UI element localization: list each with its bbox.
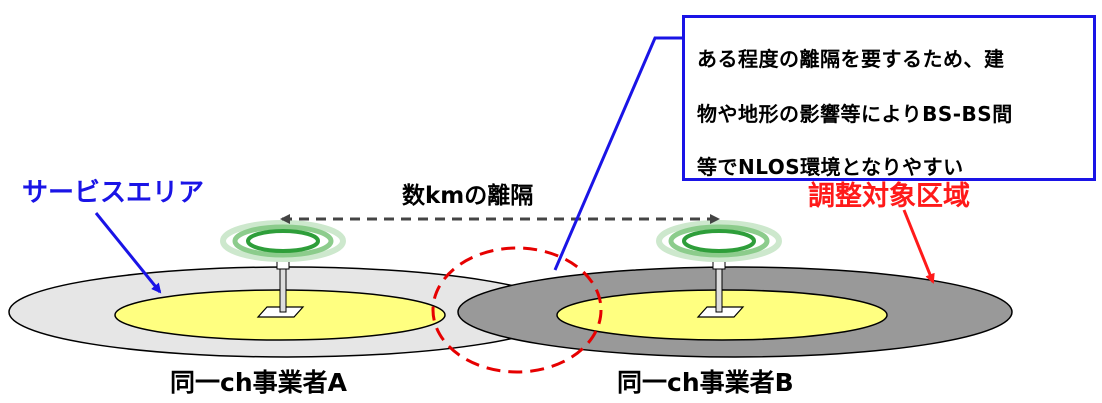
- operator-b-label: 同一ch事業者B: [617, 368, 794, 397]
- callout-box: ある程度の離隔を要するため、建 物や地形の影響等によりBS-BS間 等でNLOS…: [682, 15, 1096, 181]
- service-area-label: サービスエリア: [22, 178, 205, 208]
- service-area-arrow: [94, 212, 162, 294]
- signal-wave-icon: [220, 220, 346, 262]
- coordination-zone-arrow: [902, 209, 935, 284]
- callout-line-2: 物や地形の影響等によりBS-BS間: [697, 102, 1013, 126]
- coordination-zone-label: 調整対象区域: [808, 181, 970, 212]
- callout-line-1: ある程度の離隔を要するため、建: [697, 47, 1005, 71]
- callout-line-3: 等でNLOS環境となりやすい: [697, 155, 964, 179]
- operator-a-label: 同一ch事業者A: [170, 368, 347, 397]
- callout-pointer: [553, 36, 682, 271]
- antenna-a-icon: [220, 220, 346, 318]
- signal-wave-icon: [656, 220, 782, 262]
- distance-label: 数kmの離隔: [402, 183, 534, 209]
- overlap-zone-circle: [431, 246, 603, 374]
